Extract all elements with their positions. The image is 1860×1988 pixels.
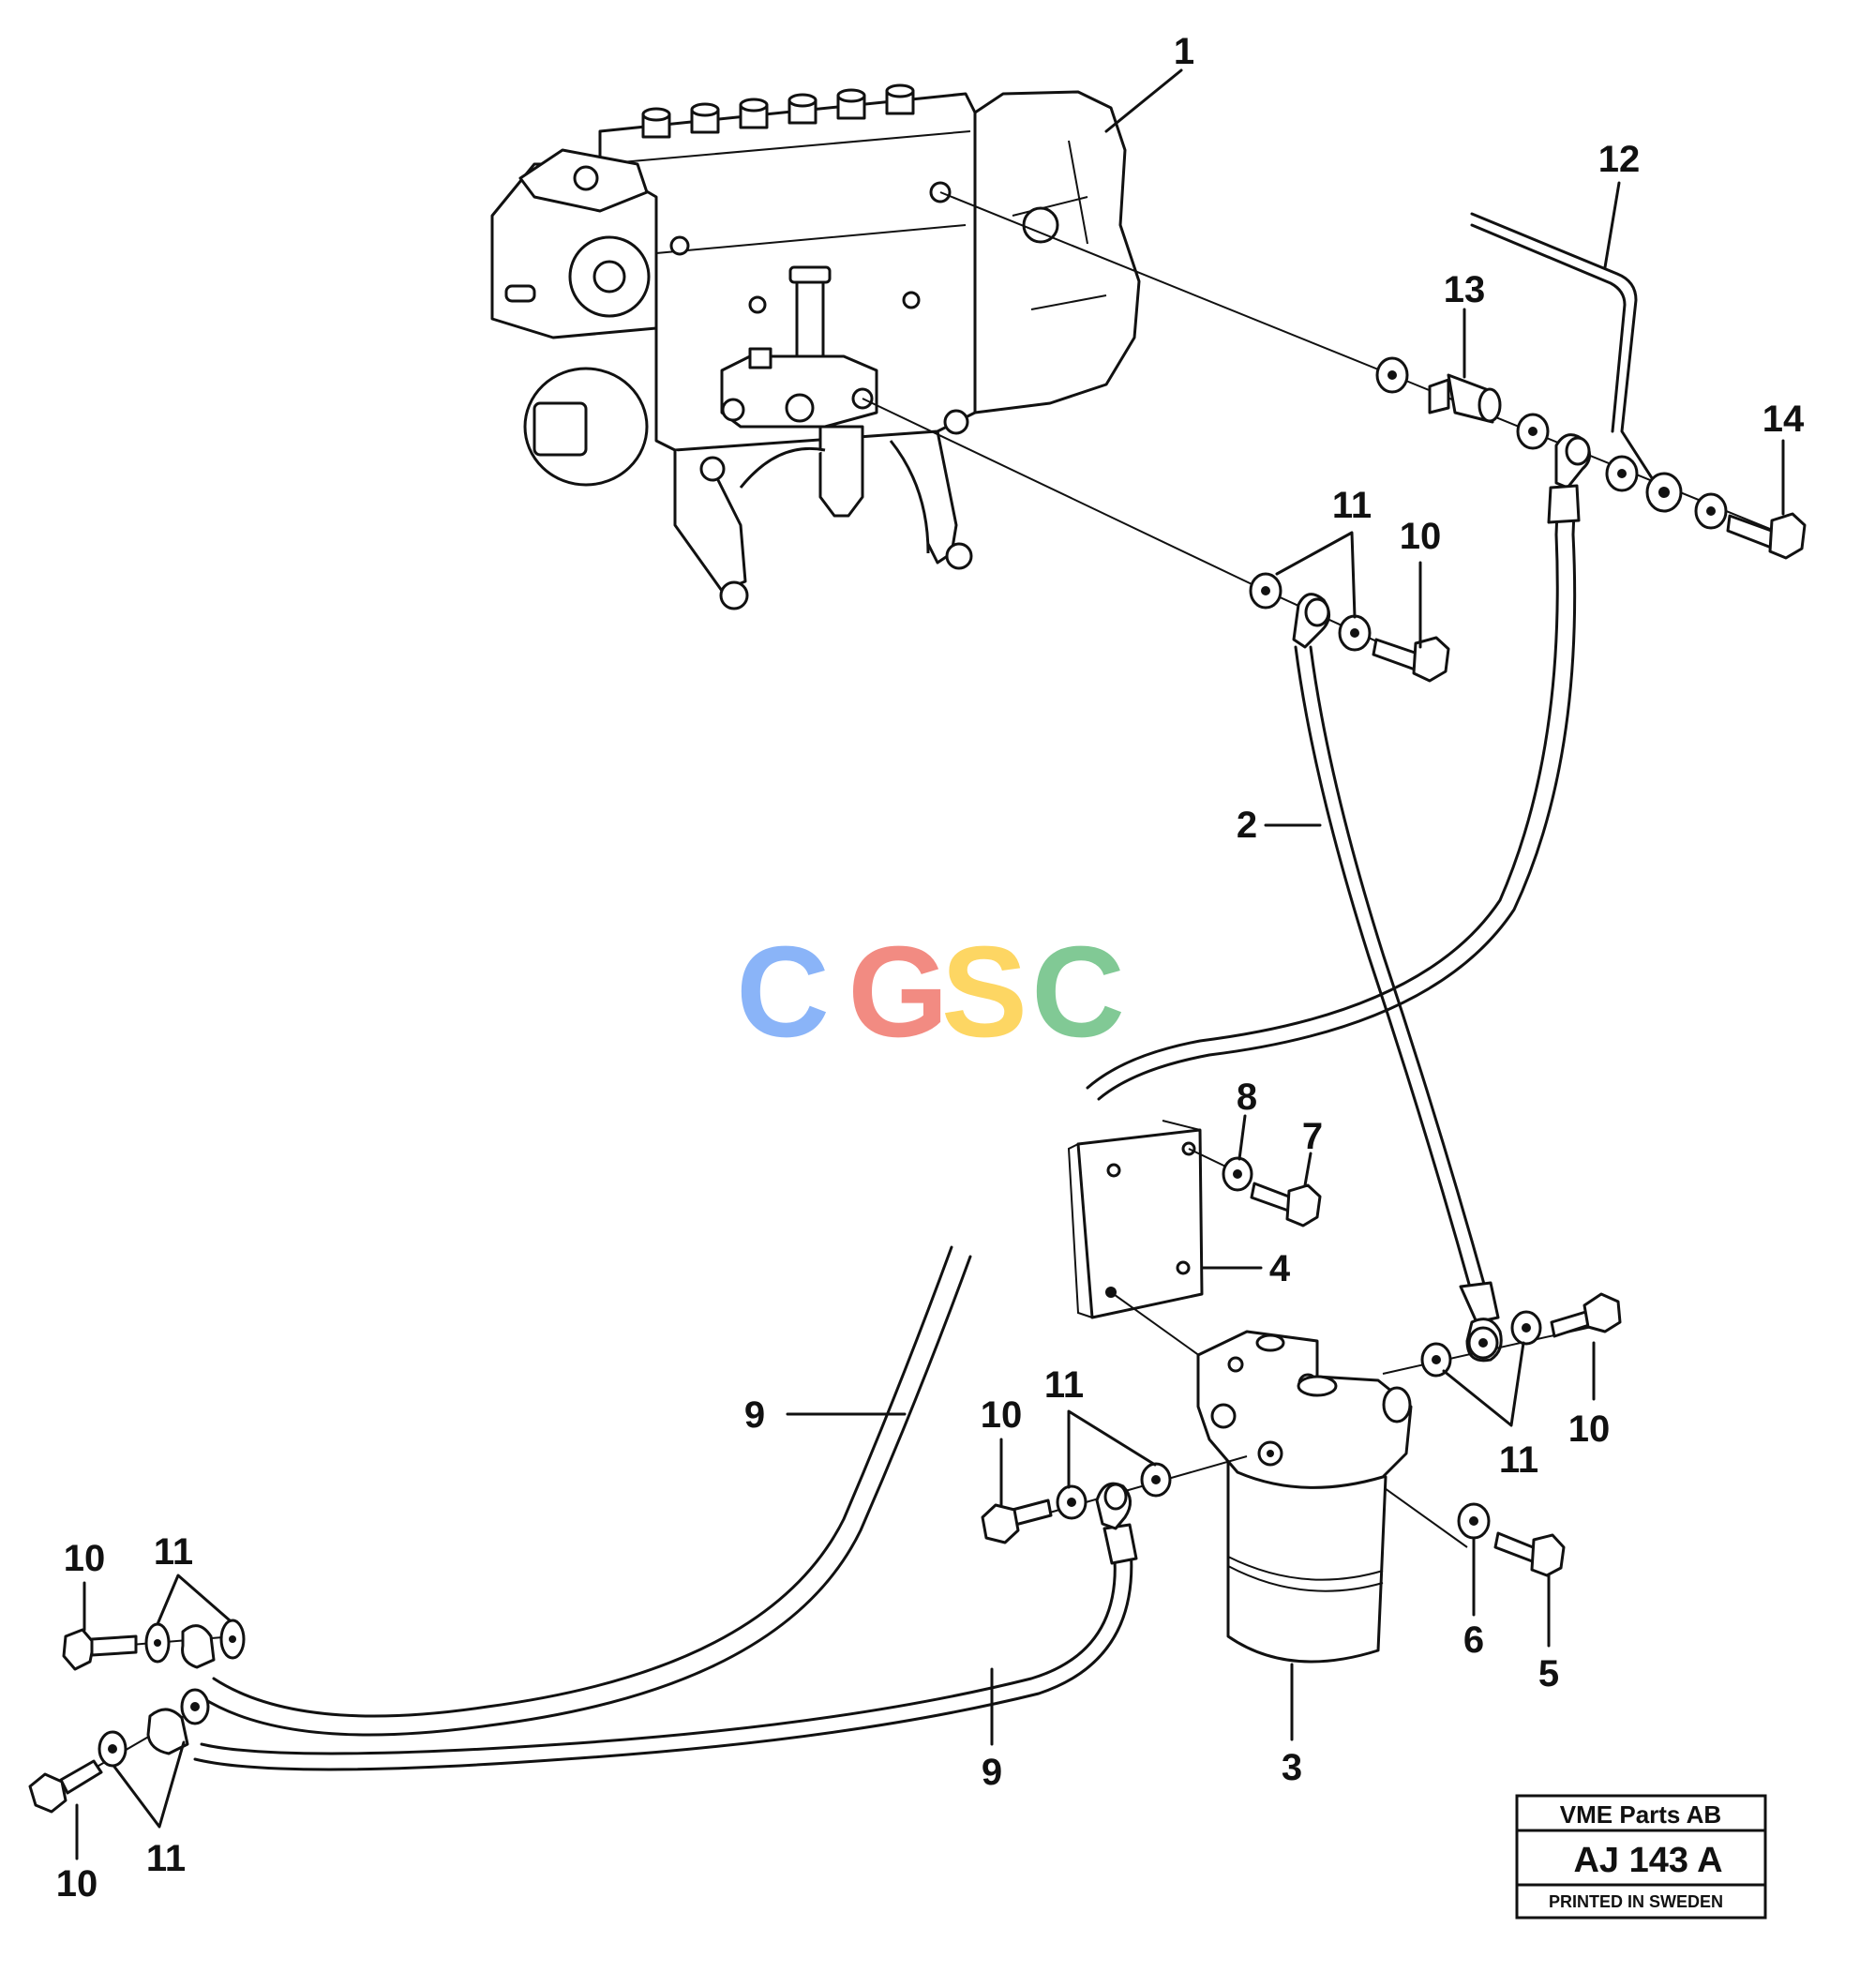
delivery-valve-holders — [641, 83, 915, 139]
watermark-letter-g: G — [848, 920, 948, 1064]
callout-11-right: 11 — [1499, 1439, 1538, 1481]
callout-6: 6 — [1463, 1619, 1484, 1661]
title-block-company: VME Parts AB — [1560, 1800, 1721, 1829]
leader-line-12 — [1603, 181, 1621, 269]
bolt-7 — [1250, 1182, 1322, 1227]
callout-2: 2 — [1237, 805, 1257, 846]
banjo-bolt — [981, 1499, 1053, 1544]
callout-8: 8 — [1237, 1077, 1257, 1118]
callout-14: 14 — [1762, 399, 1805, 440]
feed-banjo-assembly — [1249, 572, 1450, 683]
leader-line-1 — [1104, 68, 1183, 133]
filter-outlet-assembly — [1420, 1292, 1622, 1378]
watermark-letter-c2: C — [1031, 920, 1125, 1064]
callout-9-upper: 9 — [744, 1394, 765, 1436]
bolt-5 — [1493, 1531, 1566, 1577]
leader-bracket-11-right — [1442, 1341, 1525, 1427]
leader-bracket-11-upper — [1275, 531, 1357, 619]
callout-10-left-upper: 10 — [64, 1538, 106, 1579]
leader-bracket-11-left-lower — [112, 1740, 186, 1829]
leader-line-8 — [1238, 1114, 1247, 1161]
banjo-bolt — [62, 1628, 138, 1671]
hose-9-lower — [193, 1523, 1138, 1771]
lower-left-assembly-upper — [62, 1619, 246, 1671]
bracket-4 — [1067, 1120, 1204, 1319]
callout-11-upper: 11 — [1332, 485, 1372, 526]
callout-5: 5 — [1538, 1653, 1559, 1694]
banjo-fitting — [181, 1624, 216, 1669]
title-block: VME Parts AB AJ 143 A PRINTED IN SWEDEN — [1515, 1794, 1767, 1920]
callout-11-left-upper: 11 — [154, 1531, 193, 1573]
assembly-axis-upper — [939, 191, 1393, 376]
callout-10-left-lower: 10 — [56, 1863, 98, 1905]
banjo-bolt — [1372, 636, 1450, 683]
banjo-bolt — [1726, 512, 1807, 560]
callout-4: 4 — [1269, 1248, 1291, 1289]
fuel-filter-3 — [1196, 1330, 1413, 1664]
title-block-printed: PRINTED IN SWEDEN — [1549, 1892, 1723, 1911]
overflow-valve — [1428, 373, 1502, 424]
upper-banjo-assembly — [1375, 356, 1807, 560]
callout-9-lower: 9 — [982, 1752, 1002, 1793]
lower-left-assembly-lower — [28, 1688, 210, 1814]
watermark-letter-c1: C — [736, 920, 830, 1064]
callout-11-mid: 11 — [1044, 1364, 1084, 1406]
leader-bracket-11-left-upper — [156, 1574, 232, 1626]
watermark-letter-s: S — [941, 920, 1028, 1064]
callout-7: 7 — [1302, 1116, 1323, 1157]
banjo-fitting — [146, 1708, 189, 1755]
callout-10-upper: 10 — [1400, 516, 1442, 557]
callout-12: 12 — [1598, 139, 1641, 180]
leader-line-7 — [1303, 1152, 1312, 1187]
callout-13: 13 — [1444, 269, 1486, 310]
callout-1: 1 — [1174, 31, 1194, 72]
assembly-axis-feed — [862, 398, 1267, 592]
callout-3: 3 — [1282, 1747, 1302, 1788]
injection-pump — [490, 83, 1141, 610]
title-block-code: AJ 143 A — [1573, 1841, 1722, 1880]
callout-11-left-lower: 11 — [146, 1838, 186, 1879]
leader-bracket-11-mid — [1067, 1409, 1157, 1489]
return-hose — [1086, 484, 1581, 1101]
banjo-bolt — [1550, 1292, 1622, 1338]
cgsc-watermark: C G S C — [736, 920, 1125, 1064]
pipe-12 — [1470, 212, 1666, 499]
callout-10-mid: 10 — [981, 1394, 1023, 1436]
banjo-bolt — [28, 1759, 103, 1814]
filter-inlet-assembly — [981, 1462, 1172, 1544]
callout-10-right: 10 — [1568, 1408, 1611, 1450]
hose-9-upper — [200, 1245, 972, 1737]
